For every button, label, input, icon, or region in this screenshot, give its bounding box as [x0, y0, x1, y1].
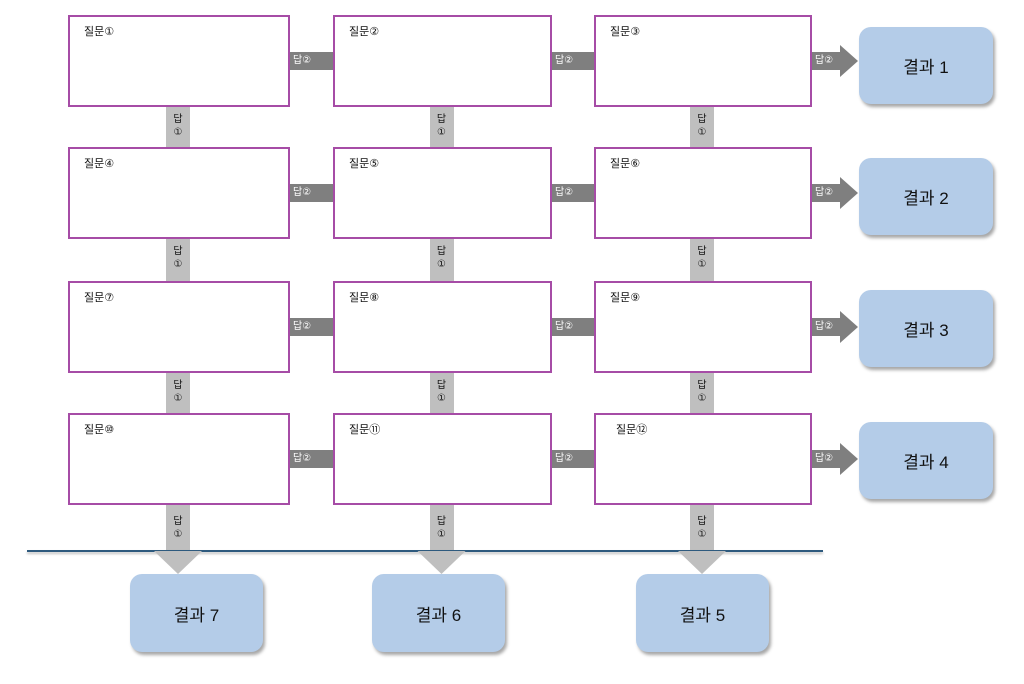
connector-label-top: 답	[173, 114, 183, 125]
connector-label-top: 답	[436, 380, 447, 391]
question-label: 질문⑥	[610, 157, 641, 170]
question-label: 질문⑫	[616, 423, 648, 436]
question-box[interactable]: 질문⑦	[68, 281, 290, 373]
question-label: 질문⑩	[84, 423, 115, 436]
question-label: 질문②	[349, 25, 380, 38]
answer-2-arrow: 답②	[812, 184, 840, 202]
question-box[interactable]: 질문②	[333, 15, 552, 107]
question-box[interactable]: 질문⑪	[333, 413, 552, 505]
connector-label-bottom: ①	[173, 127, 183, 138]
connector-label-top: 답	[697, 114, 707, 125]
answer-2-arrow: 답②	[812, 52, 840, 70]
answer-2-connector: 답②	[552, 450, 594, 468]
question-box[interactable]: 질문⑨	[594, 281, 812, 373]
question-label: 질문⑨	[610, 291, 641, 304]
connector-label-bottom: ①	[437, 127, 446, 138]
question-label: 질문⑪	[349, 423, 381, 436]
connector-label-top: 답	[173, 246, 183, 257]
result-box[interactable]: 결과 3	[859, 290, 993, 367]
question-label: 질문⑤	[349, 157, 380, 170]
connector-label-bottom: ①	[173, 529, 183, 540]
answer-2-arrow: 답②	[812, 450, 840, 468]
connector-label-top: 답	[436, 516, 447, 527]
answer-2-connector: 답②	[552, 52, 594, 70]
arrow-down-icon	[154, 551, 202, 574]
answer-2-connector: 답②	[552, 318, 594, 336]
arrow-right-icon	[840, 177, 858, 209]
question-box[interactable]: 질문⑩	[68, 413, 290, 505]
connector-label-bottom: ①	[437, 393, 446, 404]
arrow-right-icon	[840, 45, 858, 77]
connector-label-bottom: ①	[697, 529, 707, 540]
connector-label-bottom: ①	[697, 127, 707, 138]
question-box[interactable]: 질문⑧	[333, 281, 552, 373]
connector-label-top: 답	[436, 114, 447, 125]
connector-label-top: 답	[173, 516, 183, 527]
answer-2-connector: 답②	[290, 184, 333, 202]
connector-label-top: 답	[697, 516, 707, 527]
answer-2-connector: 답②	[290, 318, 333, 336]
connector-label-top: 답	[697, 380, 707, 391]
question-box[interactable]: 질문①	[68, 15, 290, 107]
arrow-down-icon	[417, 551, 466, 574]
divider-line	[27, 550, 823, 552]
question-box[interactable]: 질문⑫	[594, 413, 812, 505]
connector-label-bottom: ①	[437, 259, 446, 270]
question-box[interactable]: 질문⑤	[333, 147, 552, 239]
result-box[interactable]: 결과 1	[859, 27, 993, 104]
question-box[interactable]: 질문⑥	[594, 147, 812, 239]
connector-label-bottom: ①	[173, 259, 183, 270]
answer-2-arrow: 답②	[812, 318, 840, 336]
answer-2-connector: 답②	[290, 52, 333, 70]
question-label: 질문⑧	[349, 291, 380, 304]
result-box[interactable]: 결과 2	[859, 158, 993, 235]
connector-label-top: 답	[697, 246, 707, 257]
question-label: 질문③	[610, 25, 641, 38]
question-label: 질문⑦	[84, 291, 115, 304]
result-box[interactable]: 결과 5	[636, 574, 769, 652]
answer-2-connector: 답②	[290, 450, 333, 468]
question-label: 질문①	[84, 25, 115, 38]
arrow-right-icon	[840, 311, 858, 343]
question-label: 질문④	[84, 157, 115, 170]
result-box[interactable]: 결과 6	[372, 574, 505, 652]
connector-label-bottom: ①	[173, 393, 183, 404]
result-box[interactable]: 결과 4	[859, 422, 993, 499]
connector-label-top: 답	[173, 380, 183, 391]
answer-2-connector: 답②	[552, 184, 594, 202]
arrow-down-icon	[678, 551, 726, 574]
result-box[interactable]: 결과 7	[130, 574, 263, 652]
arrow-right-icon	[840, 443, 858, 475]
connector-label-top: 답	[436, 246, 447, 257]
connector-label-bottom: ①	[697, 259, 707, 270]
connector-label-bottom: ①	[697, 393, 707, 404]
question-box[interactable]: 질문③	[594, 15, 812, 107]
connector-label-bottom: ①	[437, 529, 446, 540]
question-box[interactable]: 질문④	[68, 147, 290, 239]
